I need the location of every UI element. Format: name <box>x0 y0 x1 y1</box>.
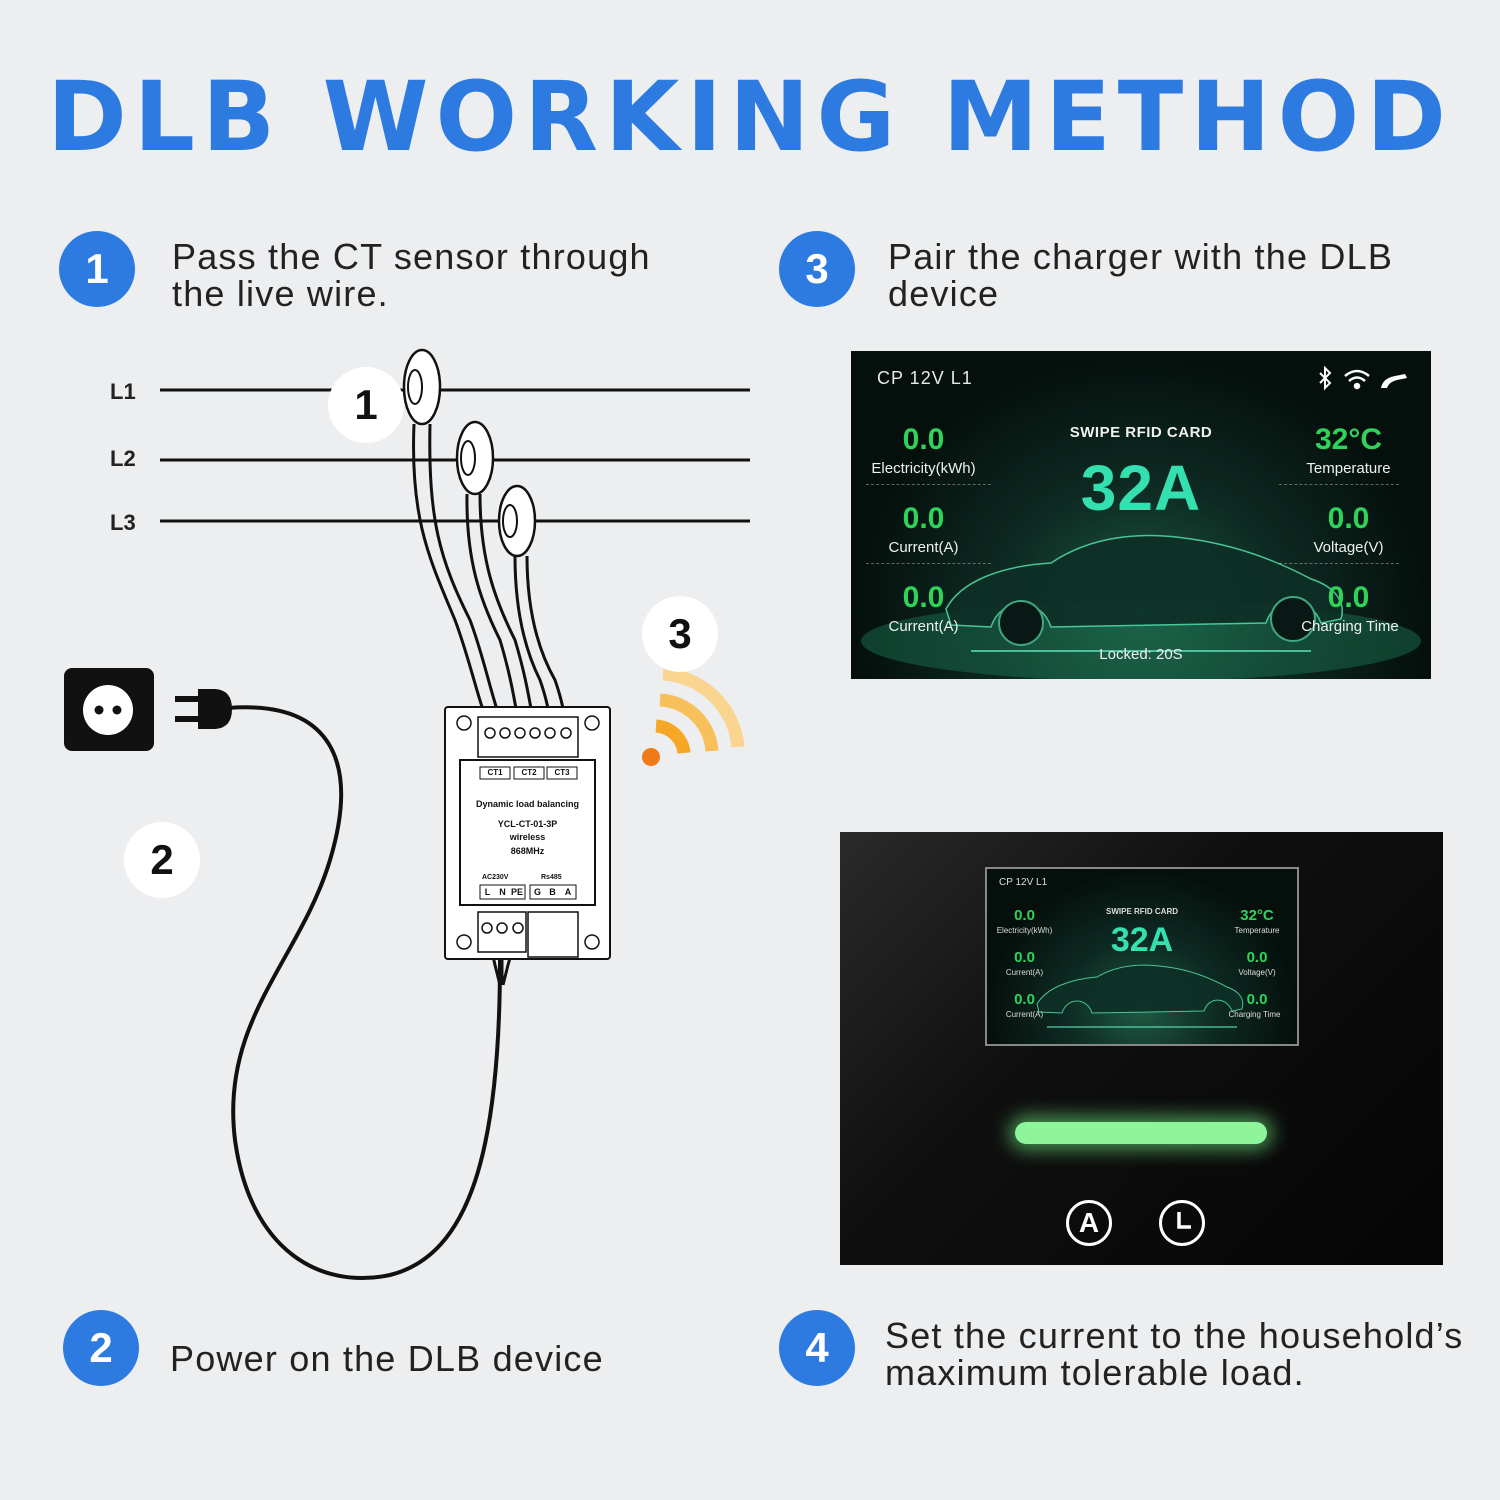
ct-sensor-2-icon <box>455 420 495 496</box>
step-4-text: Set the current to the household’s maxim… <box>885 1317 1464 1391</box>
wireless-signal-icon <box>642 667 745 766</box>
mini-car-silhouette <box>1036 964 1244 1028</box>
step-4-line-1: Set the current to the household’s <box>885 1315 1464 1356</box>
line-label-l1: L1 <box>110 379 136 404</box>
step-2-badge: 2 <box>63 1310 139 1386</box>
mini-current-setting: 32A <box>1110 921 1174 959</box>
step-3-line-2: device <box>888 273 1000 314</box>
step-3-text: Pair the charger with the DLB device <box>888 238 1393 312</box>
mini-charging-time-label: Charging Time <box>1228 1010 1281 1019</box>
charger-screen: CP 12V L1 SWIPE RFID CARD 32A Locked: 20… <box>851 351 1431 679</box>
status-icons <box>1319 366 1407 391</box>
mini-voltage-label: Voltage(V) <box>1238 968 1276 977</box>
mini-electricity-label: Electricity(kWh) <box>996 926 1053 935</box>
ct2-label: CT2 <box>521 768 537 777</box>
mini-electricity-value: 0.0 <box>1014 907 1035 924</box>
charging-plug-icon <box>1381 374 1407 388</box>
device-mode: wireless <box>509 832 546 842</box>
marker-2: 2 <box>124 822 200 898</box>
mini-current-label-2: Current(A) <box>1005 1010 1044 1019</box>
device-name: Dynamic load balancing <box>475 799 580 809</box>
screen-header: CP 12V L1 <box>877 368 973 388</box>
current-value-1: 0.0 <box>902 502 945 535</box>
electricity-value: 0.0 <box>902 423 945 456</box>
page-title: DLB WORKING METHOD <box>47 61 1453 173</box>
plug-icon <box>175 689 232 729</box>
step-1-line-2: the live wire. <box>172 273 389 314</box>
divider <box>866 563 991 564</box>
terminal-b: B <box>549 887 556 897</box>
dlb-device <box>444 706 611 960</box>
current-setting-display: 32A <box>1080 452 1202 524</box>
power-label: AC230V <box>482 874 509 881</box>
terminal-pe: PE <box>510 887 523 897</box>
electricity-label: Electricity(kWh) <box>871 460 976 477</box>
voltage-label: Voltage(V) <box>1313 539 1384 556</box>
step-1-line-1: Pass the CT sensor through <box>172 236 651 277</box>
device-frequency: 868MHz <box>510 846 545 856</box>
timer-button[interactable] <box>1159 1200 1205 1246</box>
mini-current-value-1: 0.0 <box>1014 949 1035 966</box>
divider <box>1279 563 1399 564</box>
mini-screen-header: CP 12V L1 <box>999 877 1048 888</box>
power-socket-icon <box>64 668 154 751</box>
ct-sensor-3-icon <box>497 484 537 558</box>
status-light-bar <box>1015 1122 1267 1144</box>
step-2-text: Power on the DLB device <box>170 1338 604 1379</box>
mini-current-value-2: 0.0 <box>1014 991 1035 1008</box>
mini-charging-time-value: 0.0 <box>1246 991 1268 1008</box>
locked-timer: Locked: 20S <box>1099 646 1183 663</box>
step-3-line-1: Pair the charger with the DLB <box>888 236 1394 277</box>
line-label-l2: L2 <box>110 446 136 471</box>
divider <box>866 484 991 485</box>
step-1-badge: 1 <box>59 231 135 307</box>
power-cord <box>227 705 502 1280</box>
terminal-n: N <box>499 887 506 897</box>
terminal-g: G <box>533 887 541 897</box>
marker-3: 3 <box>642 596 718 672</box>
ct1-label: CT1 <box>487 768 503 777</box>
temperature-label: Temperature <box>1306 460 1391 477</box>
voltage-value: 0.0 <box>1327 502 1370 535</box>
car-silhouette <box>861 534 1421 679</box>
current-value-2: 0.0 <box>902 581 945 614</box>
step-4-badge: 4 <box>779 1310 855 1386</box>
wifi-icon <box>1344 369 1370 390</box>
clock-icon <box>1177 1212 1191 1229</box>
step-4-line-2: maximum tolerable load. <box>885 1352 1305 1393</box>
mini-current-label-1: Current(A) <box>1005 968 1044 977</box>
terminal-a: A <box>564 887 572 897</box>
rs485-label: Rs485 <box>541 874 562 881</box>
charging-time-value: 0.0 <box>1327 581 1370 614</box>
step-3-badge: 3 <box>779 231 855 307</box>
mini-voltage-value: 0.0 <box>1246 949 1268 966</box>
step-1-text: Pass the CT sensor through the live wire… <box>172 238 651 312</box>
mini-swipe-label: SWIPE RFID CARD <box>1106 907 1178 916</box>
mini-temperature-label: Temperature <box>1234 926 1280 935</box>
ct3-label: CT3 <box>554 768 570 777</box>
bluetooth-icon <box>1319 366 1332 391</box>
charger-mini-screen: CP 12V L1 SWIPE RFID CARD 32A 0.0 Electr… <box>985 867 1299 1046</box>
device-model: YCL-CT-01-3P <box>497 819 558 829</box>
current-label-1: Current(A) <box>888 539 959 556</box>
line-label-l3: L3 <box>110 510 136 535</box>
swipe-rfid-label: SWIPE RFID CARD <box>1069 424 1213 441</box>
mini-temperature-value: 32°C <box>1240 907 1274 924</box>
ct-sensor-1-icon <box>402 348 442 426</box>
terminal-l: L <box>484 887 491 897</box>
divider <box>1279 484 1399 485</box>
current-label-2: Current(A) <box>888 618 959 635</box>
current-button[interactable]: A <box>1066 1200 1112 1246</box>
charger-device: CP 12V L1 SWIPE RFID CARD 32A 0.0 Electr… <box>840 832 1443 1265</box>
charging-time-label: Charging Time <box>1301 618 1399 635</box>
marker-1: 1 <box>328 367 404 443</box>
temperature-value: 32°C <box>1314 423 1383 456</box>
